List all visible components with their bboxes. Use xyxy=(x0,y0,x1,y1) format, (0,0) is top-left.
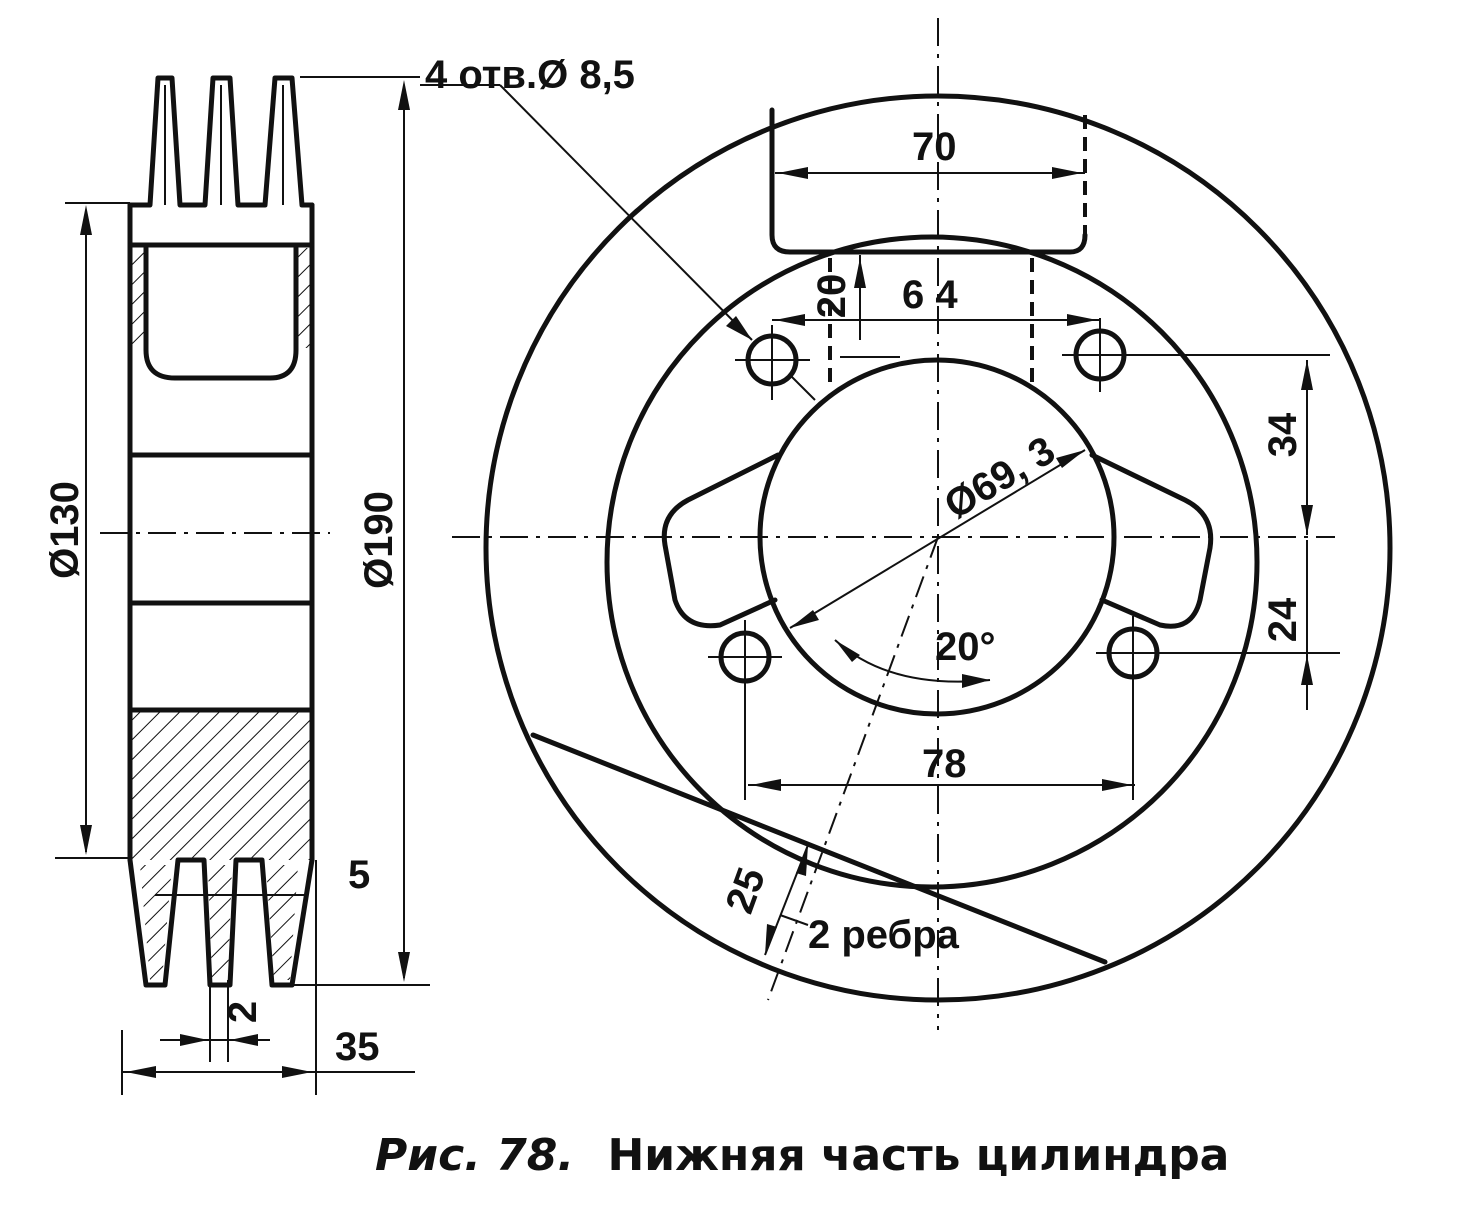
front-view: 4 отв.Ø 8,5 70 20 6 4 34 24 Ø69, 3 xyxy=(420,18,1393,1030)
caption-text: Нижняя часть цилиндра xyxy=(607,1130,1229,1181)
caption-prefix: Рис. 78. xyxy=(375,1130,574,1181)
label-4-holes: 4 отв.Ø 8,5 xyxy=(425,53,635,97)
side-section-view: Ø130 Ø190 5 2 35 xyxy=(43,75,430,1095)
dim-2: 2 xyxy=(221,1001,265,1023)
dim-5: 5 xyxy=(348,853,370,897)
dim-70: 70 xyxy=(912,125,957,169)
lower-solid-hatch xyxy=(130,710,312,860)
upper-left-wall-hatch xyxy=(130,248,146,348)
bottom-pulley-grooves xyxy=(127,857,315,988)
figure-caption: Рис. 78. Нижняя часть цилиндра xyxy=(375,1130,1229,1181)
dim-35: 35 xyxy=(335,1025,380,1069)
dim-20: 20 xyxy=(810,274,854,319)
top-boss xyxy=(769,107,1088,255)
dim-24: 24 xyxy=(1261,597,1305,642)
bore-circle xyxy=(757,357,1117,717)
upper-right-wall-hatch xyxy=(296,248,312,348)
dim-34: 34 xyxy=(1261,412,1305,457)
dim-78: 78 xyxy=(922,742,967,786)
dim-d69: Ø69, 3 xyxy=(937,428,1063,528)
upper-inner-cavity xyxy=(143,245,299,381)
rib-cut-line xyxy=(530,732,1108,965)
hole-top-left xyxy=(735,325,810,400)
top-pulley-grooves xyxy=(127,75,315,208)
angle-20: 20° xyxy=(935,625,996,669)
dim-d190: Ø190 xyxy=(357,491,401,589)
hole-top-right xyxy=(1062,318,1330,392)
hole-bottom-left xyxy=(708,620,782,800)
right-lug xyxy=(1089,452,1214,629)
hole-bottom-right xyxy=(1096,616,1340,800)
dim-d130: Ø130 xyxy=(43,481,87,579)
left-lug xyxy=(661,452,781,629)
outer-flange-circle xyxy=(483,93,1393,1003)
dim-64: 6 4 xyxy=(902,273,958,317)
dim-25: 25 xyxy=(718,862,775,919)
inner-ring-circle xyxy=(604,234,1260,890)
label-2-ribs: 2 ребра xyxy=(808,913,960,957)
